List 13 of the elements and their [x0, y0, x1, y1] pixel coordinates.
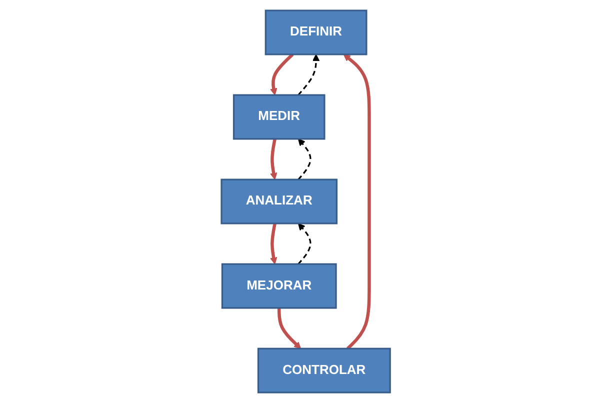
arrow [270, 138, 277, 180]
arrow [270, 223, 277, 264]
arrow [297, 223, 311, 265]
node-box: CONTROLAR [257, 348, 391, 394]
node-box: DEFINIR [264, 10, 367, 56]
arrow [297, 54, 320, 96]
arrow [297, 138, 311, 180]
arrow [277, 308, 301, 349]
arrow [343, 54, 371, 350]
arrow [270, 53, 294, 96]
node-box: MEJORAR [221, 263, 337, 309]
node-box: ANALIZAR [220, 178, 338, 224]
node-box: MEDIR [232, 94, 325, 140]
